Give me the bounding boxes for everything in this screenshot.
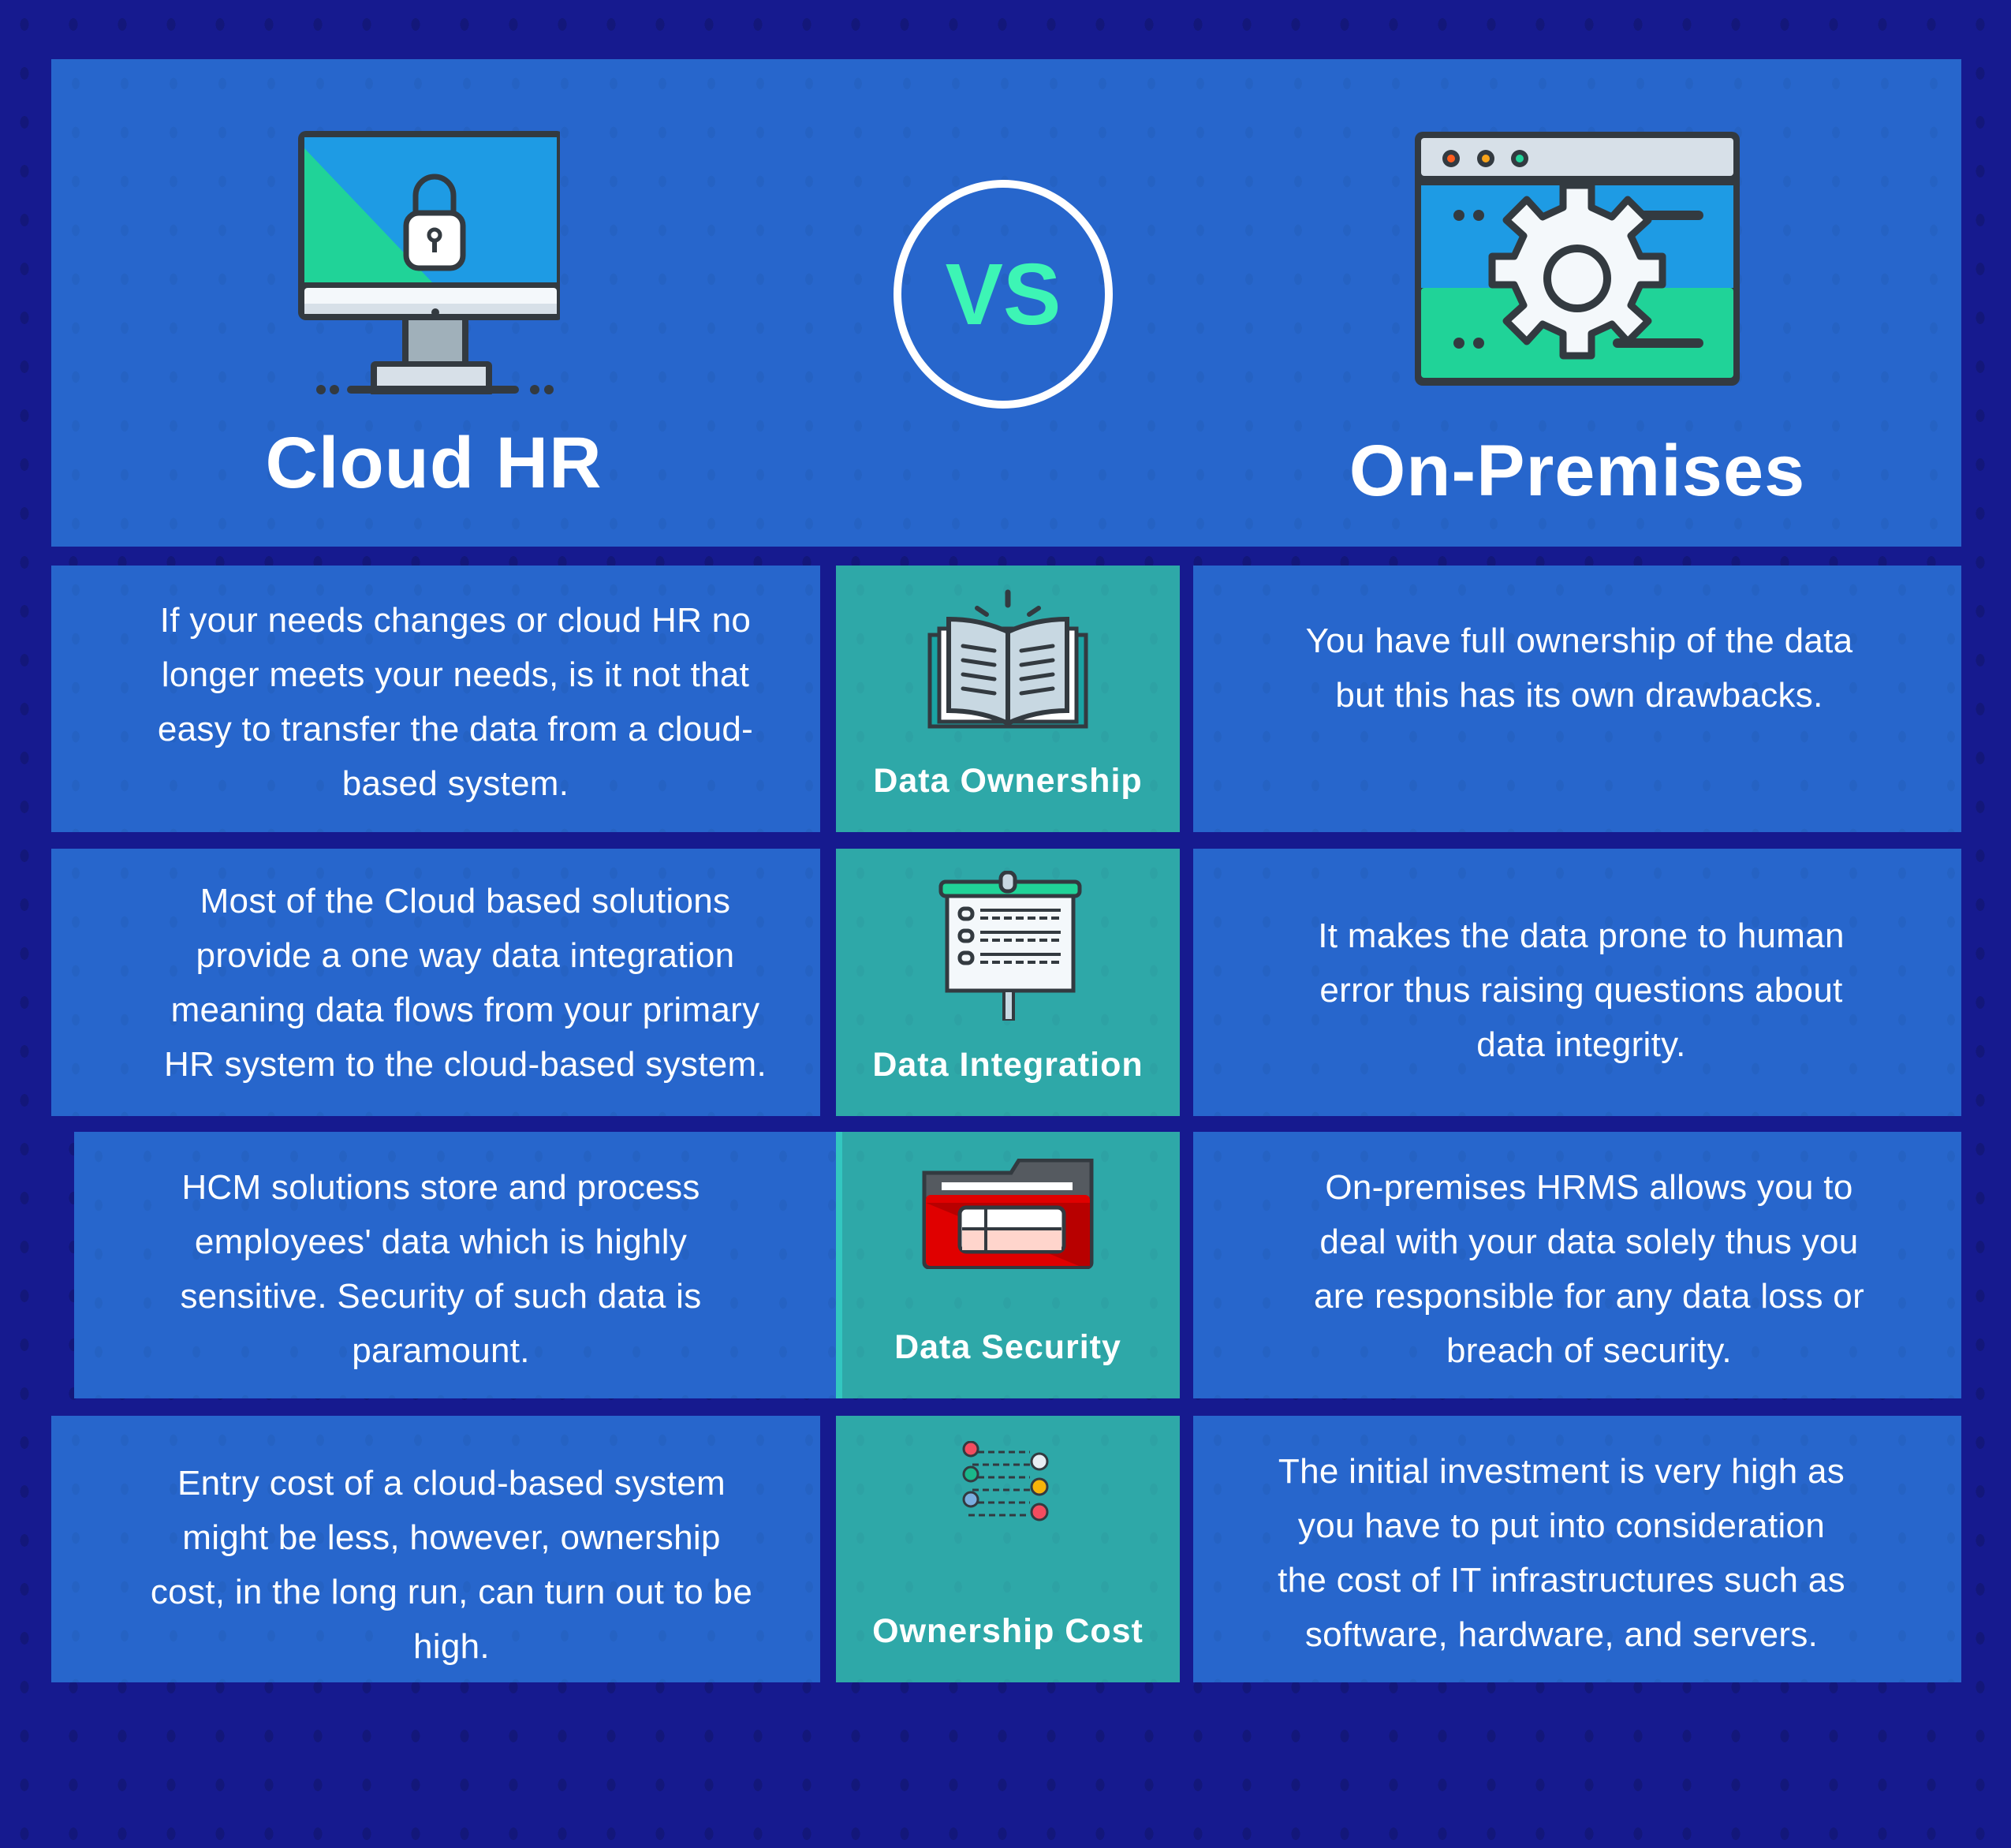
- row-3-category-label: Data Security: [894, 1328, 1121, 1366]
- row-3-cloud-text: HCM solutions store and process employee…: [180, 1168, 702, 1370]
- flow-nodes-icon: [962, 1441, 1049, 1521]
- row-2-cloud-panel: [51, 849, 820, 1116]
- folder-icon: [922, 1159, 1094, 1269]
- browser-gear-icon: [1415, 132, 1740, 386]
- row-1-onprem-panel: [1193, 566, 1961, 832]
- vs-badge: VS: [894, 180, 1113, 409]
- cloud-hr-title: Cloud HR: [265, 423, 603, 503]
- row-4-cloud-text: Entry cost of a cloud-based system might…: [150, 1464, 753, 1666]
- row-4-onprem-panel: [1193, 1416, 1961, 1682]
- row-1-category-label: Data Ownership: [873, 762, 1143, 800]
- row-3-onprem-panel: [1193, 1132, 1961, 1398]
- row-1-cloud-panel: [51, 566, 820, 832]
- row-3-onprem-text: On-premises HRMS allows you to deal with…: [1313, 1168, 1865, 1370]
- row-2-onprem-panel: [1193, 849, 1961, 1116]
- lock-icon: [403, 174, 466, 271]
- dashes-decoration-icon: [316, 385, 554, 394]
- row-4-onprem-text: The initial investment is very high as y…: [1278, 1452, 1845, 1654]
- vs-label: VS: [945, 245, 1061, 343]
- row-4-category-label: Ownership Cost: [872, 1612, 1144, 1650]
- row-1-cloud-text: If your needs changes or cloud HR no lon…: [157, 601, 754, 803]
- row-1-category-panel: Data Ownership: [836, 566, 1180, 832]
- row-2-cloud-text: Most of the Cloud based solutions provid…: [164, 881, 767, 1084]
- row-2-onprem-text: It makes the data prone to human error t…: [1318, 917, 1845, 1064]
- row-4-category-panel: Ownership Cost: [836, 1416, 1180, 1682]
- presentation-board-icon: [938, 871, 1082, 1021]
- row-3-cloud-panel: [74, 1132, 836, 1398]
- row-4-cloud-panel: [51, 1416, 820, 1682]
- row-3-category-panel: Data Security: [836, 1132, 1180, 1398]
- row-2-category-label: Data Integration: [872, 1046, 1144, 1084]
- open-book-icon: [927, 589, 1088, 729]
- row-2-category-panel: Data Integration: [836, 849, 1180, 1116]
- row-3-teal-edge: [836, 1132, 842, 1398]
- row-1-onprem-text: You have full ownership of the data but …: [1305, 622, 1853, 715]
- on-premises-title: On-Premises: [1349, 431, 1806, 511]
